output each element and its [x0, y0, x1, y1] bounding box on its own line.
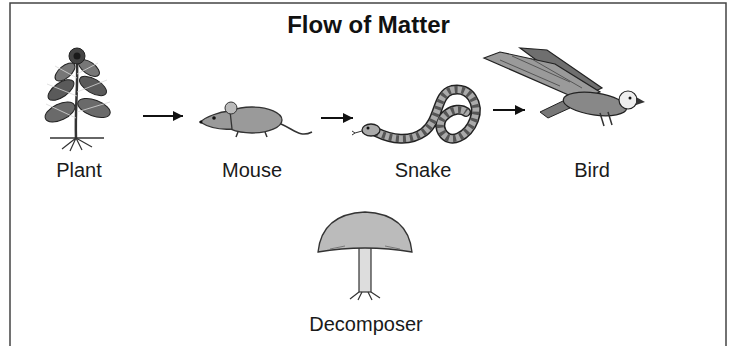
- organism-node: Bird: [530, 50, 654, 182]
- organism-node: Snake: [358, 50, 488, 182]
- mouse-nose: [200, 121, 203, 124]
- bird-legs: [600, 112, 612, 126]
- plant-leaf: [42, 98, 78, 126]
- organism-label: Plant: [56, 158, 102, 182]
- plant-roots: [62, 138, 92, 151]
- organism-node: Decomposer: [305, 200, 427, 336]
- bird-body: [562, 89, 628, 120]
- organism-label: Mouse: [222, 158, 282, 182]
- mushroom-cap: [318, 212, 412, 252]
- snake-tongue: [352, 131, 362, 135]
- flow-arrow: [493, 109, 525, 111]
- leaf-vein: [46, 63, 110, 118]
- snake-body: [376, 89, 476, 138]
- organism-label: Snake: [395, 158, 452, 182]
- organism-label: Bird: [574, 158, 610, 182]
- plant-stem: [76, 62, 77, 138]
- frame: [10, 3, 726, 346]
- organism-node: Mouse: [188, 50, 316, 182]
- mouse-picture: [200, 102, 313, 137]
- snake-eye: [367, 127, 370, 130]
- mouse-tail: [281, 124, 312, 134]
- plant-leaf: [75, 95, 112, 122]
- organism-label: Decomposer: [309, 312, 422, 336]
- flow-arrow: [321, 117, 353, 119]
- bird-feathers: [500, 56, 582, 88]
- mouse-eye: [212, 116, 216, 120]
- bird-beak: [636, 97, 645, 105]
- bird-picture: [484, 48, 645, 126]
- mushroom-gills: [330, 246, 400, 249]
- plant-picture: [42, 48, 113, 151]
- organism-node: Plant: [20, 50, 138, 182]
- mouse-head: [200, 111, 232, 129]
- mushroom-picture: [318, 212, 412, 300]
- mushroom-roots: [350, 292, 380, 300]
- title-box: Flow of Matter: [0, 11, 737, 39]
- snake-head: [362, 124, 380, 136]
- plant-flower-center: [74, 53, 81, 60]
- bird-eye: [629, 97, 632, 100]
- snake-picture: [352, 89, 476, 138]
- snake-body: [376, 89, 476, 138]
- diagram-title: Flow of Matter: [287, 11, 450, 38]
- bird-head: [619, 91, 637, 109]
- plant-flower: [69, 48, 85, 64]
- mushroom-stem: [359, 247, 371, 292]
- snake-scales: [376, 89, 476, 138]
- flow-arrow: [143, 115, 183, 117]
- mouse-ear: [225, 102, 237, 114]
- mouse-feet: [236, 132, 267, 137]
